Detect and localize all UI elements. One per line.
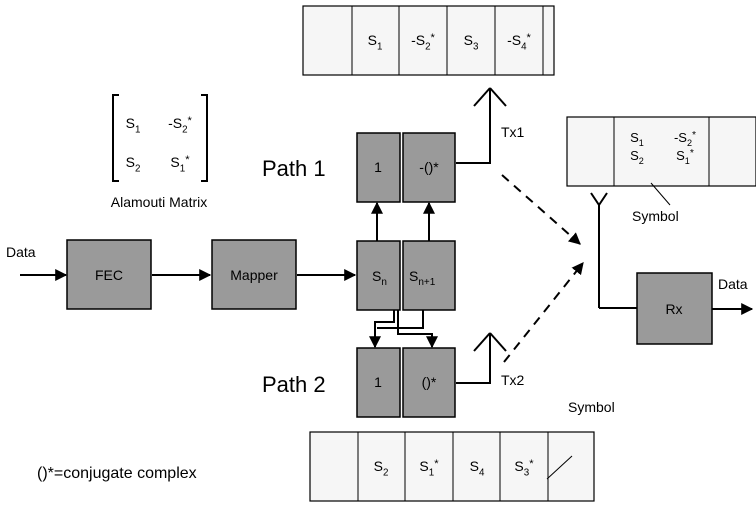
alamouti-cell-r1c1: S1* — [170, 154, 190, 175]
path1-negconj-block — [402, 132, 456, 203]
rx-cell-r0c1: -S2* — [674, 130, 696, 148]
path2-label: Path 2 — [262, 372, 326, 397]
path1-label: Path 1 — [262, 156, 326, 181]
mapper-label: Mapper — [230, 267, 278, 283]
symbol-top-leader — [650, 182, 671, 206]
sn1-label: Sn+1 — [409, 268, 436, 288]
tx1-symbol-strip — [302, 5, 555, 76]
sn-block — [356, 240, 401, 311]
path2-identity-label: 1 — [374, 374, 382, 390]
tx1-symbol-0: S1 — [368, 32, 383, 52]
rx-label: Rx — [665, 301, 682, 317]
tx2-label: Tx2 — [501, 372, 525, 388]
symbol-label-bottom: Symbol — [568, 399, 615, 415]
path2-conj-block — [402, 347, 456, 418]
rx-strip-frame — [566, 116, 756, 187]
data-output-label: Data — [718, 276, 748, 292]
symbol-bottom-leader — [546, 455, 573, 480]
fec-block — [66, 239, 152, 310]
rx-cell-r0c0: S1 — [630, 130, 644, 148]
alamouti-matrix-brackets — [112, 94, 208, 182]
alamouti-cell-r1c0: S2 — [126, 154, 141, 174]
path1-identity-label: 1 — [374, 159, 382, 175]
rx-cell-r1c1: S1* — [676, 148, 694, 166]
tx2-symbol-3: S3* — [514, 458, 534, 479]
tx2-strip-frame — [309, 431, 595, 502]
path1-identity-block — [356, 132, 401, 203]
tx1-symbol-1: -S2* — [411, 32, 435, 53]
path2-conj-label: ()* — [422, 374, 437, 390]
path1-negconj-label: -()* — [419, 159, 439, 175]
signal-wires — [20, 87, 754, 480]
tx2-symbol-strip — [309, 431, 595, 502]
alamouti-cell-r0c0: S1 — [126, 115, 141, 135]
rx-block — [636, 272, 713, 345]
fec-label: FEC — [95, 267, 123, 283]
alamouti-cell-r0c1: -S2* — [168, 115, 192, 136]
path2-identity-block — [356, 347, 401, 418]
tx1-label: Tx1 — [501, 124, 525, 140]
conjugate-note: ()*=conjugate complex — [37, 465, 197, 482]
alamouti-caption: Alamouti Matrix — [111, 194, 207, 210]
symbol-label-top: Symbol — [632, 208, 679, 224]
mapper-block — [211, 239, 297, 310]
tx2-symbol-2: S4 — [470, 458, 485, 478]
rx-symbol-strip — [566, 116, 756, 187]
rx-cell-r1c0: S2 — [630, 148, 644, 166]
data-input-label: Data — [6, 244, 36, 260]
tx2-symbol-1: S1* — [419, 458, 439, 479]
tx1-strip-frame — [302, 5, 555, 76]
tx1-symbol-3: -S4* — [507, 32, 531, 53]
sn-label: Sn — [372, 268, 387, 288]
tx1-symbol-2: S3 — [464, 32, 479, 52]
sn1-block — [402, 240, 456, 311]
tx2-symbol-0: S2 — [374, 458, 389, 478]
